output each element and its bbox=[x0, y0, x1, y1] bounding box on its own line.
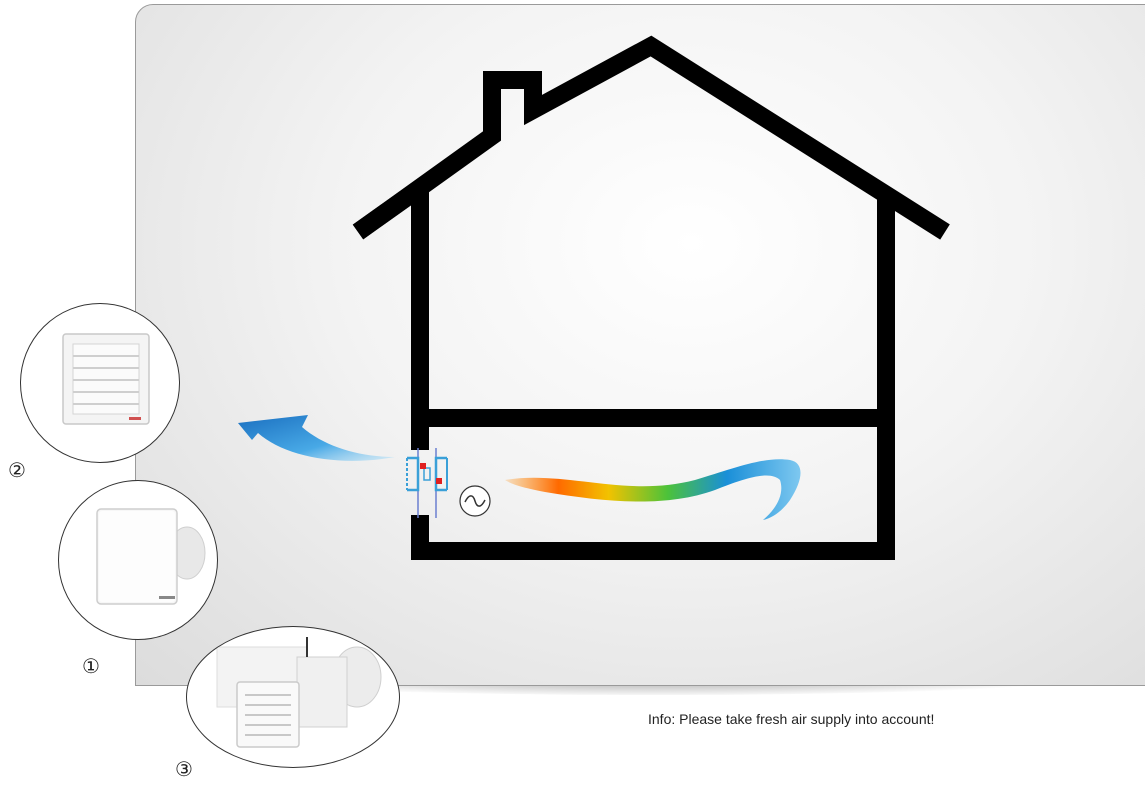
product-circle-1[interactable] bbox=[58, 480, 218, 640]
valve-red-marker-top bbox=[420, 463, 426, 469]
louvre-shutter-icon bbox=[21, 304, 179, 462]
rainbow-airflow-swoosh bbox=[505, 450, 815, 530]
wall-fan-symbol bbox=[398, 448, 458, 518]
valve-red-marker-bottom bbox=[436, 478, 442, 484]
label-item-3: ③ bbox=[175, 757, 193, 781]
fan-kit-product-icon bbox=[187, 627, 399, 767]
wall-fan-product-icon bbox=[59, 481, 217, 639]
label-item-2: ② bbox=[8, 458, 26, 482]
sine-wave-icon bbox=[458, 484, 498, 524]
label-item-1: ① bbox=[82, 654, 100, 678]
curved-blue-arrow-icon bbox=[230, 385, 400, 465]
info-text: Info: Please take fresh air supply into … bbox=[648, 711, 934, 727]
roof-main bbox=[358, 46, 945, 232]
product-circle-2[interactable] bbox=[20, 303, 180, 463]
product-circle-3[interactable] bbox=[186, 626, 400, 768]
